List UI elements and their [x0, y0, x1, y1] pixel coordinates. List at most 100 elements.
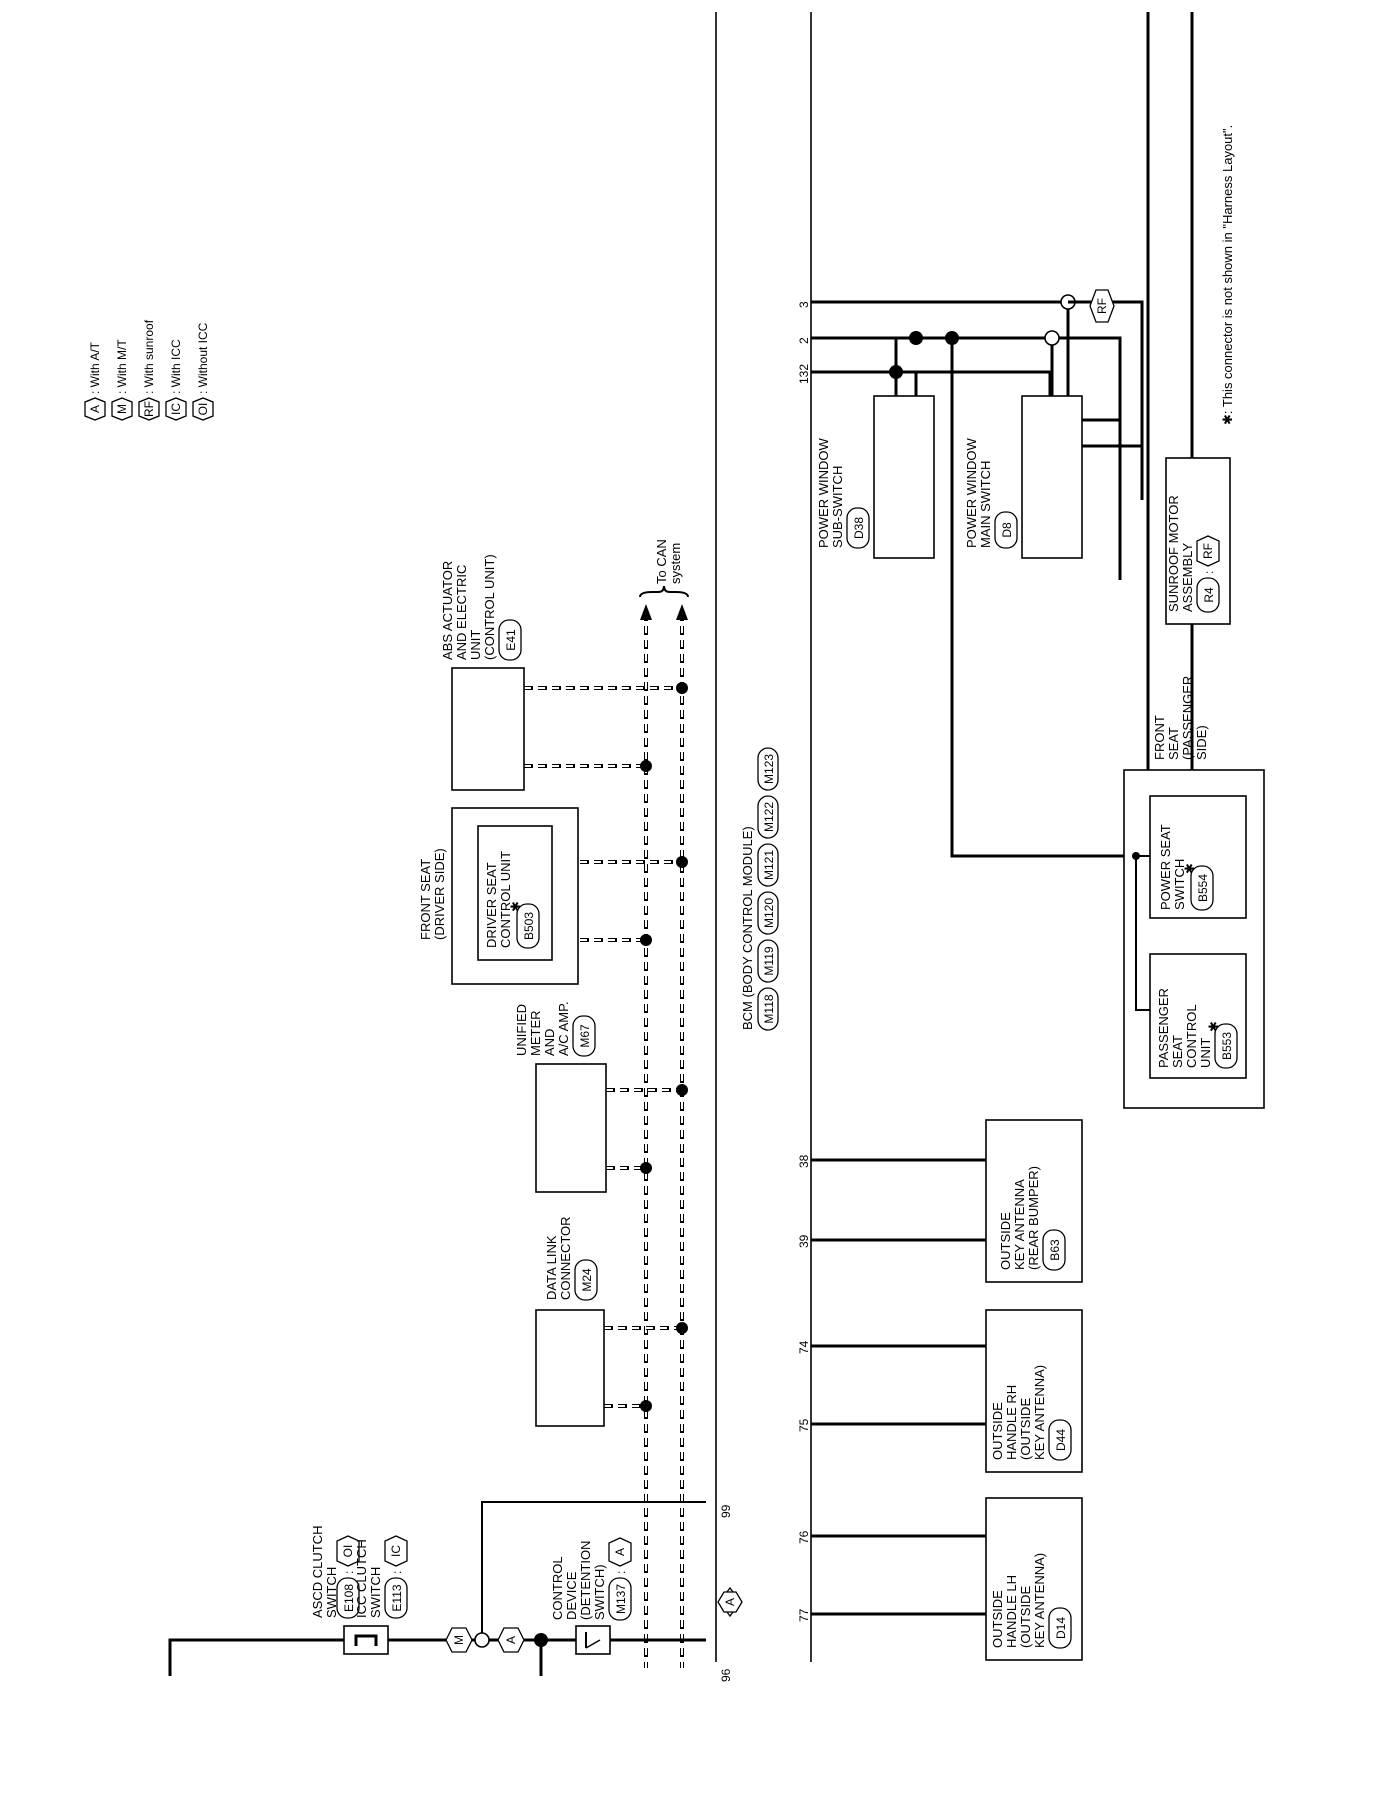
abs-can-stubs: [524, 682, 688, 772]
svg-text:UNIFIED: UNIFIED: [514, 1004, 529, 1056]
svg-text:A: A: [504, 1636, 518, 1644]
antenna-rear-box: [985, 1119, 1083, 1283]
svg-text::: :: [1202, 571, 1216, 574]
meter-can-stubs: [606, 1084, 688, 1174]
pw-sub-switch-box: [873, 395, 935, 559]
pin-38: 38: [797, 1154, 811, 1168]
svg-text:OI: OI: [341, 1545, 355, 1558]
svg-text:(OUTSIDE: (OUTSIDE: [1018, 1398, 1033, 1460]
handle-lh-label: OUTSIDE HANDLE LH (OUTSIDE KEY ANTENNA) …: [990, 1553, 1072, 1649]
svg-text:D38: D38: [852, 517, 866, 539]
driver-seat-control-unit-box: [477, 825, 553, 961]
pin-2: 2: [797, 337, 811, 344]
can-label: To CAN system: [654, 539, 683, 584]
legend-item-m: M: With M/T: [111, 339, 133, 421]
can-label-line2: system: [668, 543, 683, 584]
svg-text:M121: M121: [762, 850, 776, 880]
data-link-can-stubs: [604, 1322, 688, 1412]
svg-text:E113: E113: [390, 1584, 404, 1611]
can-bus: [639, 585, 689, 1668]
pin-numbers: 96 99 132 2 3 38 39 74 75 76 77: [719, 301, 811, 1682]
power-seat-switch-label: POWER SEAT SWITCH ✱ B554: [1158, 824, 1214, 911]
legend-item-ic: IC : With ICC: [165, 339, 187, 421]
svg-text:: With sunroof: : With sunroof: [142, 319, 156, 394]
svg-text:IC: IC: [389, 1545, 403, 1557]
abs-box: [451, 667, 525, 791]
svg-text:UNIT: UNIT: [1198, 1038, 1213, 1068]
svg-text:M: M: [115, 404, 129, 414]
svg-text:: Without ICC: : Without ICC: [196, 322, 210, 394]
pin-39: 39: [797, 1234, 811, 1248]
abs-label: ABS ACTUATOR AND ELECTRIC UNIT (CONTROL …: [440, 554, 522, 661]
meter-label: UNIFIED METER AND A/C AMP. M67: [514, 1001, 596, 1057]
svg-text:D8: D8: [1000, 522, 1014, 538]
svg-text:CONTROL: CONTROL: [1184, 1004, 1199, 1068]
svg-text:SWITCH: SWITCH: [368, 1567, 383, 1618]
passenger-internal-wiring: [1132, 852, 1150, 1011]
svg-text:MAIN SWITCH: MAIN SWITCH: [978, 461, 993, 548]
svg-text:: With A/T: : With A/T: [88, 341, 102, 394]
svg-text:RF: RF: [1201, 543, 1215, 559]
bcm-label: BCM (BODY CONTROL MODULE) M118 M119 M120…: [740, 747, 779, 1031]
svg-text:KEY ANTENNA): KEY ANTENNA): [1032, 1365, 1047, 1460]
svg-text:SWITCH: SWITCH: [324, 1567, 339, 1618]
svg-text:A/C AMP.: A/C AMP.: [556, 1001, 571, 1056]
svg-text:POWER SEAT: POWER SEAT: [1158, 824, 1173, 910]
svg-text:IC: IC: [169, 403, 183, 415]
svg-text:FRONT: FRONT: [1152, 715, 1167, 760]
wire-condition-rf: RF: [1089, 289, 1115, 323]
svg-text::: :: [614, 1571, 628, 1574]
svg-text:ASSEMBLY: ASSEMBLY: [1180, 543, 1195, 612]
pin-75: 75: [797, 1418, 811, 1432]
legend-item-a: A : With A/T: [84, 341, 106, 421]
svg-text:M123: M123: [762, 754, 776, 784]
svg-text:M67: M67: [578, 1024, 592, 1048]
svg-text:M: M: [452, 1635, 466, 1645]
svg-text:(OUTSIDE: (OUTSIDE: [1018, 1586, 1033, 1648]
svg-text:POWER WINDOW: POWER WINDOW: [964, 438, 979, 548]
pin-96: 96: [719, 1668, 733, 1682]
svg-text:OI: OI: [196, 403, 210, 416]
passenger-seat-star-icon: ✱: [1206, 1021, 1221, 1032]
antenna-rear-label: OUTSIDE KEY ANTENNA (REAR BUMPER) B63: [998, 1166, 1066, 1271]
pw-main-switch-label: POWER WINDOW MAIN SWITCH D8: [964, 438, 1018, 549]
svg-text:SEAT: SEAT: [1170, 1035, 1185, 1068]
svg-text:OUTSIDE: OUTSIDE: [990, 1590, 1005, 1648]
svg-text::: :: [390, 1571, 404, 1574]
sunroof-label: SUNROOF MOTOR ASSEMBLY R4:RF: [1166, 495, 1220, 613]
pw-sub-switch-label: POWER WINDOW SUB-SWITCH D38: [816, 438, 870, 549]
control-device-label: CONTROL DEVICE (DETENTION SWITCH) M137:A: [550, 1537, 632, 1621]
svg-text:ICC CLUTCH: ICC CLUTCH: [354, 1539, 369, 1618]
front-seat-driver-label: FRONT SEAT (DRIVER SIDE): [418, 848, 447, 940]
svg-text:PASSENGER: PASSENGER: [1156, 988, 1171, 1068]
svg-text:CONNECTOR: CONNECTOR: [558, 1216, 573, 1300]
pin-76: 76: [797, 1530, 811, 1544]
svg-text:M119: M119: [762, 946, 776, 975]
wire-condition-a: A: [497, 1627, 525, 1653]
svg-text:KEY ANTENNA): KEY ANTENNA): [1032, 1553, 1047, 1648]
svg-text:(PASSENGER: (PASSENGER: [1180, 676, 1195, 760]
svg-text:HANDLE LH: HANDLE LH: [1004, 1575, 1019, 1648]
svg-text:B554: B554: [1196, 874, 1210, 902]
svg-text:RF: RF: [142, 401, 156, 417]
svg-text:UNIT: UNIT: [468, 630, 483, 660]
svg-text:M120: M120: [762, 898, 776, 928]
svg-text:DEVICE: DEVICE: [564, 1571, 579, 1620]
svg-text:(REAR BUMPER): (REAR BUMPER): [1026, 1166, 1041, 1270]
svg-text:A: A: [88, 405, 102, 413]
svg-text:: With ICC: : With ICC: [169, 339, 183, 394]
svg-text:R4: R4: [1202, 587, 1216, 603]
svg-text:B503: B503: [522, 912, 536, 940]
svg-text:(CONTROL UNIT): (CONTROL UNIT): [482, 554, 497, 660]
can-label-line1: To CAN: [654, 539, 669, 584]
svg-text:E108: E108: [342, 1584, 356, 1612]
svg-text:POWER WINDOW: POWER WINDOW: [816, 438, 831, 548]
svg-text:FRONT SEAT: FRONT SEAT: [418, 859, 433, 940]
svg-text:DATA LINK: DATA LINK: [544, 1235, 559, 1300]
svg-text:M24: M24: [580, 1268, 594, 1292]
svg-text::: :: [342, 1571, 356, 1574]
pin-3: 3: [797, 301, 811, 308]
data-link-connector-box: [535, 1309, 605, 1427]
handle-rh-label: OUTSIDE HANDLE RH (OUTSIDE KEY ANTENNA) …: [990, 1365, 1072, 1461]
